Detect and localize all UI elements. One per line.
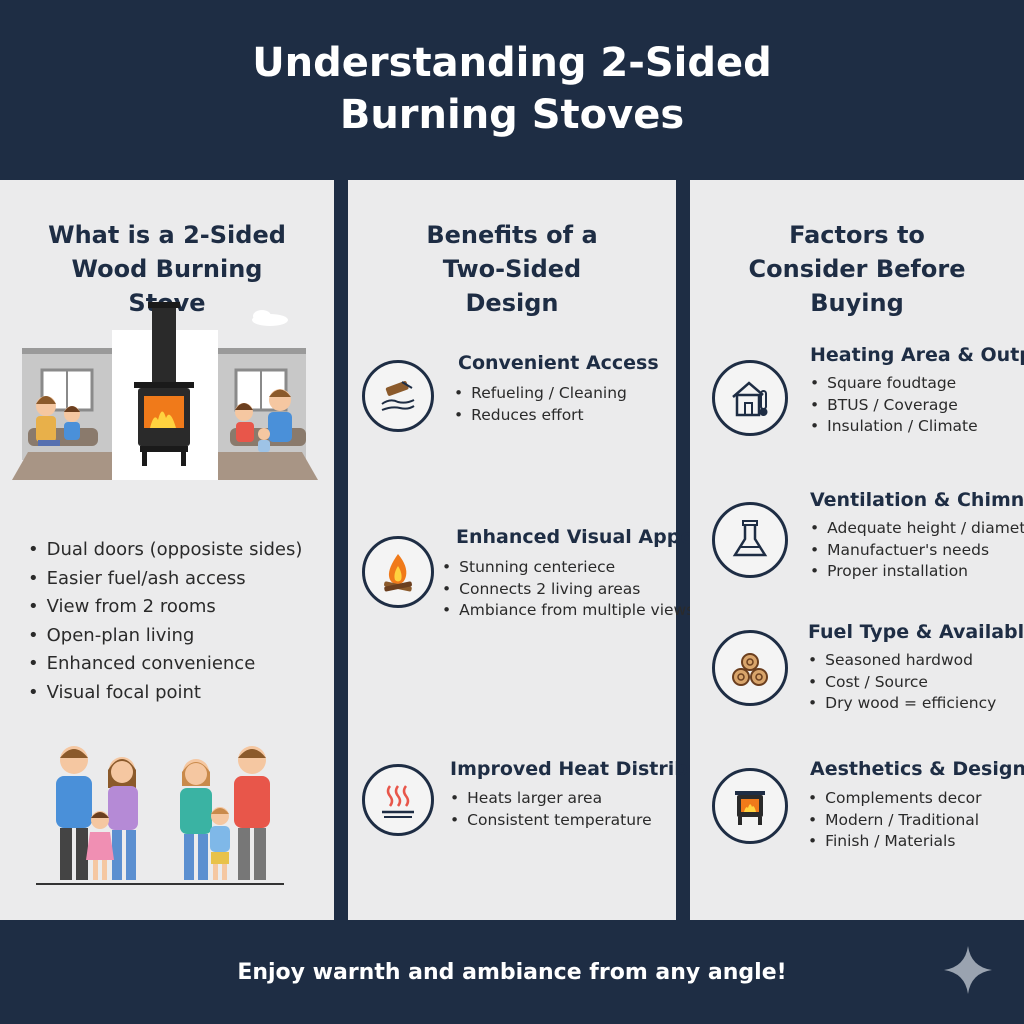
list-item: Finish / Materials — [808, 831, 982, 853]
list-item: Open-plan living — [28, 622, 302, 651]
factor-list: Seasoned hardwod Cost / Source Dry wood … — [808, 650, 996, 715]
definition-list: Dual doors (opposiste sides) Easier fuel… — [28, 536, 303, 708]
benefit-list: Stunning centeriece Connects 2 living ar… — [442, 557, 694, 622]
list-item: Modern / Traditional — [808, 810, 982, 832]
factor-title: Heating Area & Output — [810, 344, 1024, 366]
panel-title: Factors to Consider Before Buying — [748, 221, 966, 317]
list-item: Square foudtage — [810, 373, 978, 395]
chimney-flue-icon — [712, 502, 788, 578]
list-item: Enhanced convenience — [28, 650, 302, 679]
list-item: Ambiance from multiple views — [442, 600, 694, 622]
footer-tagline: Enjoy warnth and ambiance from any angle… — [237, 959, 787, 985]
factor-list: Complements decor Modern / Traditional F… — [808, 788, 982, 853]
factor-title: Ventilation & Chimney — [810, 489, 1024, 511]
list-item: Visual focal point — [28, 679, 302, 708]
factor-list: Square foudtage BTUS / Coverage Insulati… — [810, 373, 978, 438]
list-item: Connects 2 living areas — [442, 579, 694, 601]
list-item: Dry wood = efficiency — [808, 693, 996, 715]
page-footer: Enjoy warnth and ambiance from any angle… — [0, 920, 1024, 1024]
page-header: Understanding 2-Sided Burning Stoves — [0, 0, 1024, 178]
panel-what-is: What is a 2-Sided Wood Burning Stove — [0, 180, 334, 920]
panel-benefits: Benefits of a Two-Sided Design Convenien… — [348, 180, 744, 920]
page-title: Understanding 2-Sided Burning Stoves — [252, 40, 772, 138]
list-item: Insulation / Climate — [810, 416, 978, 438]
list-item: Cost / Source — [808, 672, 996, 694]
benefit-title: Improved Heat Distribution — [450, 758, 744, 780]
list-item: BTUS / Coverage — [810, 395, 978, 417]
list-item: Seasoned hardwod — [808, 650, 996, 672]
list-item: Dual doors (opposiste sides) — [28, 536, 303, 565]
list-item: Adequate height / diameter — [810, 518, 1024, 540]
list-item: Heats larger area — [450, 788, 652, 810]
benefit-list: Refueling / Cleaning Reduces effort — [454, 383, 627, 426]
list-item: Proper installation — [810, 561, 1024, 583]
stove-room-illustration — [12, 302, 318, 480]
heat-waves-icon — [362, 764, 434, 836]
list-item: Consistent temperature — [450, 810, 651, 832]
benefit-title: Convenient Access — [458, 352, 659, 374]
panel-title: What is a 2-Sided Wood Burning Stove — [48, 221, 286, 317]
list-item: Easier fuel/ash access — [28, 565, 302, 594]
panel-title: Benefits of a Two-Sided Design — [426, 221, 598, 317]
panel-factors: Factors to Consider Before Buying Heatin… — [690, 180, 1024, 920]
list-item: Complements decor — [808, 788, 981, 810]
benefit-list: Heats larger area Consistent temperature — [450, 788, 652, 832]
stove-icon — [712, 768, 788, 844]
list-item: Refueling / Cleaning — [454, 383, 627, 405]
family-illustration — [36, 746, 284, 885]
list-item: Reduces effort — [454, 405, 627, 427]
factor-title: Fuel Type & Availablity — [808, 621, 1024, 643]
list-item: View from 2 rooms — [28, 593, 302, 622]
log-stack-icon — [712, 630, 788, 706]
list-item: Manufactuer's needs — [810, 540, 1024, 562]
house-thermometer-icon — [712, 360, 788, 436]
benefit-title: Enhanced Visual Appeal — [456, 526, 713, 548]
hands-log-icon — [362, 360, 434, 432]
list-item: Stunning centeriece — [442, 557, 694, 579]
campfire-icon — [362, 536, 434, 608]
factor-list: Adequate height / diameter Manufactuer's… — [810, 518, 1024, 583]
sparkle-icon — [944, 946, 992, 994]
factor-title: Aesthetics & Design — [810, 758, 1024, 780]
